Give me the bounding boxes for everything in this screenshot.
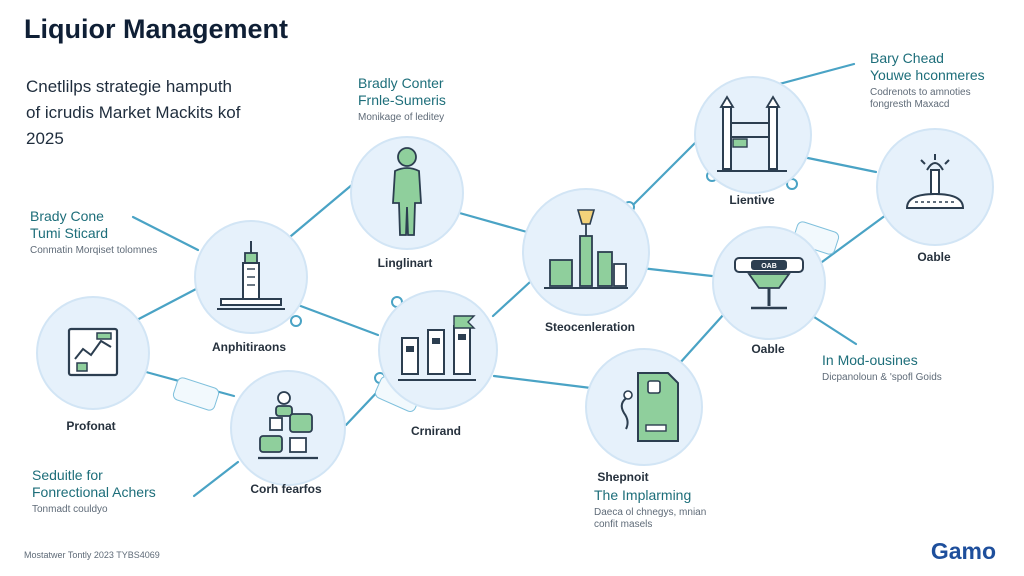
node-anphitiraons: [194, 220, 308, 334]
callout-subtext: Daeca ol chnegys, mnian: [594, 507, 707, 518]
node-oable-right: [876, 128, 994, 246]
city-skyline-icon: [544, 209, 628, 289]
callout-seduitle: Seduitle for Fonrectional Achers Tonmadt…: [32, 467, 156, 516]
callout-subtext: Monikage of leditey: [358, 112, 445, 123]
fountain-icon: [905, 154, 965, 209]
node-lientive: [694, 76, 812, 194]
node-linglinart: [350, 136, 464, 250]
node-corh-fearfos: [230, 370, 346, 486]
callout-bary-chead: Bary Chead Youwe hconmeres Codrenots to …: [870, 50, 985, 111]
node-label: Shepnoit: [597, 470, 649, 484]
node-label: Steocenleration: [544, 320, 636, 334]
callout-subtext: Conmatin Morqiset tolomnes: [30, 245, 158, 256]
node-crnirand: [378, 290, 498, 410]
svg-text:OAB: OAB: [761, 263, 777, 270]
gate-icon: [717, 95, 787, 172]
anvil-icon: OAB: [734, 257, 804, 310]
node-label: Oable: [751, 342, 785, 356]
callout-heading: Frnle-Sumeris: [358, 92, 446, 108]
callout-subtext: Codrenots to amnoties: [870, 87, 971, 98]
bottles-icon: [258, 391, 318, 460]
callout-subtext: Dicpanoloun & 'spofl Goids: [822, 372, 942, 383]
callout-heading: Seduitle for: [32, 467, 103, 483]
node-label: Linglinart: [377, 256, 433, 270]
intro-line: Cnetlilps strategie hamputh: [26, 77, 233, 96]
callout-heading: Tumi Sticard: [30, 225, 109, 241]
intro-line: of icrudis Market Mackits kof: [26, 103, 241, 122]
callout-brady-cone: Brady Cone Tumi Sticard Conmatin Morqise…: [30, 208, 157, 257]
brand-logo: Gamo: [930, 538, 996, 564]
callout-heading: Brady Cone: [30, 208, 104, 224]
callout-brady-center: Bradly Conter Frnle-Sumeris Monikage of …: [358, 75, 446, 124]
callout-subtext: fongresth Maxacd: [870, 99, 950, 110]
node-label: Lientive: [729, 193, 775, 207]
callout-heading: Bradly Conter: [358, 75, 444, 91]
callout-subtext: Tonmadt couldyo: [32, 504, 108, 515]
node-label: Anphitiraons: [212, 340, 286, 354]
callout-in-mod: In Mod-ousines Dicpanoloun & 'spofl Goid…: [822, 352, 942, 384]
connector-dot: [290, 315, 302, 327]
callout-heading: In Mod-ousines: [822, 352, 918, 368]
callout-heading: Youwe hconmeres: [870, 67, 985, 83]
node-steocenleration: [522, 188, 650, 316]
intro-line: 2025: [26, 129, 64, 148]
document-chart-icon: [67, 327, 119, 377]
page-title: Liquior Management: [24, 14, 289, 44]
callout-heading: Bary Chead: [870, 50, 944, 66]
callout-the-implarming: The Implarming Daeca ol chnegys, mnian c…: [594, 487, 706, 531]
node-label: Oable: [917, 250, 951, 264]
intro-text: Cnetlilps strategie hamputh of icrudis M…: [26, 74, 240, 152]
callout-heading: The Implarming: [594, 487, 692, 503]
node-label: Corh fearfos: [250, 482, 322, 496]
person-icon: [392, 147, 422, 236]
bar-steps-icon: [398, 315, 476, 381]
node-profonat: [36, 296, 150, 410]
footnote: Mostatwer Tontly 2023 TYBS4069: [24, 550, 160, 560]
node-shepnoit: [585, 348, 703, 466]
node-label: Crnirand: [410, 424, 462, 438]
certificate-icon: [620, 372, 679, 442]
node-oable-center: OAB: [712, 226, 826, 340]
callout-subtext: confit masels: [594, 519, 653, 530]
tower-icon: [217, 241, 285, 310]
node-label: Profonat: [66, 419, 116, 433]
callout-heading: Fonrectional Achers: [32, 484, 156, 500]
